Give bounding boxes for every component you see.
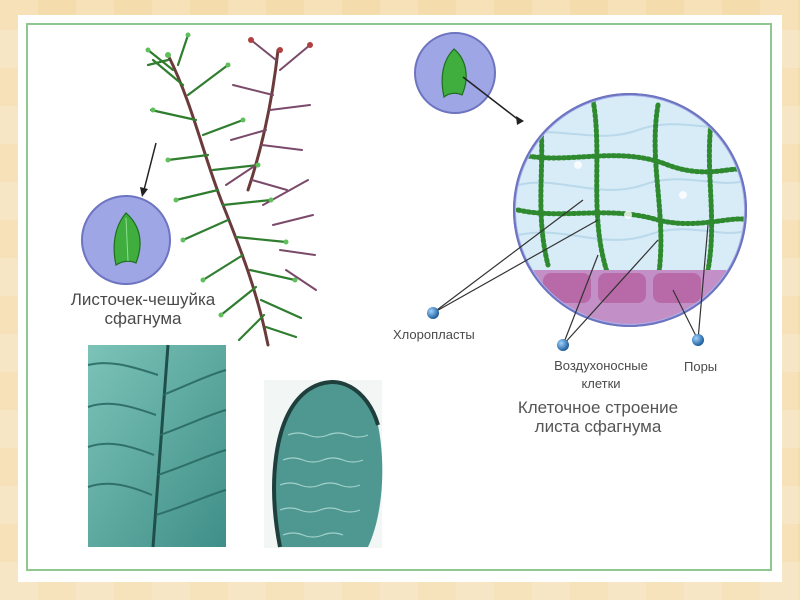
leaf-scale-circle (82, 196, 170, 284)
plant-arrow (140, 143, 156, 197)
slide: Листочек-чешуйка сфагнума Хлоропласты Во… (18, 15, 782, 582)
leaf-micrograph-1 (88, 345, 226, 547)
label-leaf-structure: Клеточное строение листа сфагнума (483, 398, 713, 436)
leaf-zoom-circle (415, 33, 524, 125)
label-air-cells-line1: Воздухоносные (536, 357, 666, 375)
label-pores: Поры (684, 359, 717, 374)
leaf-cell-structure (513, 94, 748, 330)
label-leaf-structure-line2: листа сфагнума (483, 417, 713, 436)
label-leaf-scale: Листочек-чешуйка сфагнума (48, 290, 238, 328)
label-leaf-structure-line1: Клеточное строение (483, 398, 713, 417)
label-air-cells-line2: клетки (536, 375, 666, 393)
label-leaf-scale-line2: сфагнума (48, 309, 238, 328)
label-air-cells: Воздухоносные клетки (536, 357, 666, 393)
label-chloroplasts: Хлоропласты (393, 327, 475, 342)
label-leaf-scale-line1: Листочек-чешуйка (48, 290, 238, 309)
leaf-micrograph-2 (264, 380, 382, 548)
